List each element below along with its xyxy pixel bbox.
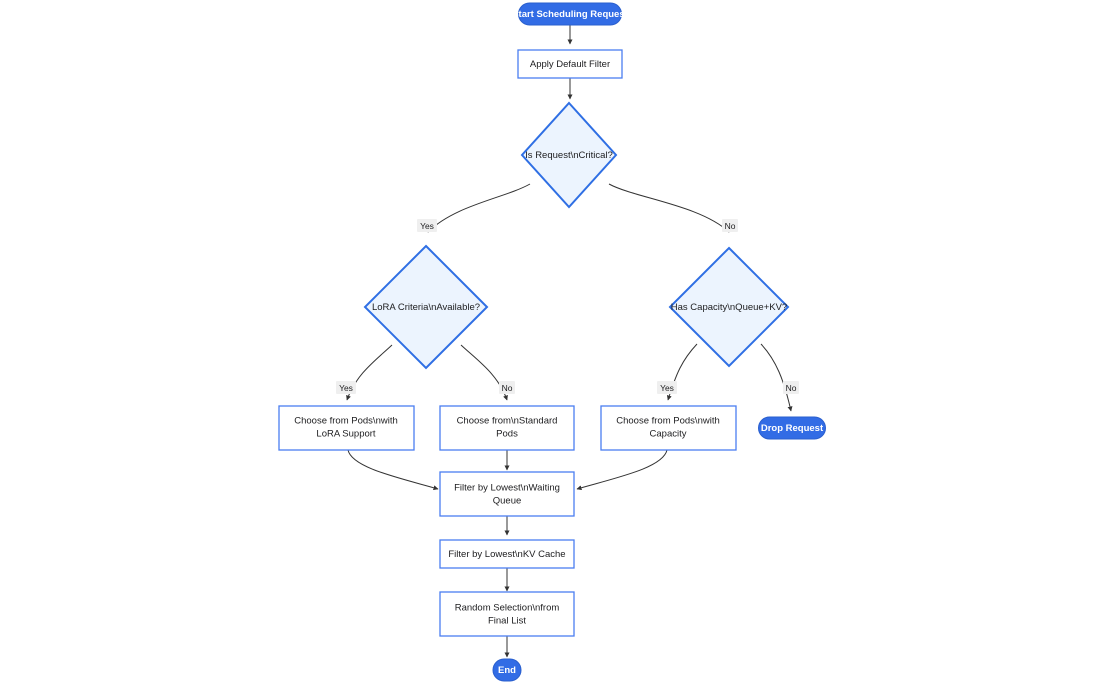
edge-has-capacity-to-drop-request-no xyxy=(760,343,793,412)
node-choose-lora-pods-label-line2: LoRA Support xyxy=(316,429,376,440)
node-is-request-critical[interactable]: Is Request\nCritical? xyxy=(520,101,618,209)
edge-label-text: No xyxy=(725,221,736,231)
node-start[interactable]: Start Scheduling Request xyxy=(512,2,629,26)
edge-labels-layer: Yes No Yes No Yes No xyxy=(336,219,799,394)
node-random-selection-shape[interactable] xyxy=(439,591,575,637)
node-choose-capacity-pods[interactable]: Choose from Pods\nwith Capacity xyxy=(600,405,737,451)
node-random-selection-label-line1: Random Selection\nfrom xyxy=(455,603,560,614)
node-random-selection-label-line2: Final List xyxy=(488,616,526,627)
node-has-capacity-shape[interactable] xyxy=(668,246,790,368)
edge-label-critical-no: No xyxy=(722,219,738,232)
node-filter-waiting-queue[interactable]: Filter by Lowest\nWaiting Queue xyxy=(439,471,575,517)
node-drop-request[interactable]: Drop Request xyxy=(758,416,826,440)
node-choose-lora-pods[interactable]: Choose from Pods\nwith LoRA Support xyxy=(278,405,415,451)
node-drop-request-shape[interactable] xyxy=(758,416,826,440)
node-end-shape[interactable] xyxy=(492,658,522,682)
node-has-capacity[interactable]: Has Capacity\nQueue+KV? xyxy=(668,246,790,368)
edge-label-capacity-no: No xyxy=(783,381,799,394)
node-filter-kv-cache[interactable]: Filter by Lowest\nKV Cache xyxy=(439,539,575,569)
node-is-request-critical-shape[interactable] xyxy=(520,101,618,209)
edge-label-capacity-yes: Yes xyxy=(657,381,677,394)
node-lora-criteria-available-label: LoRA Criteria\nAvailable? xyxy=(372,302,480,313)
node-choose-standard-pods[interactable]: Choose from\nStandard Pods xyxy=(439,405,575,451)
edge-choose-lora-pods-to-filter-waiting-queue xyxy=(347,449,439,491)
node-drop-request-label: Drop Request xyxy=(761,423,824,434)
edge-label-text: Yes xyxy=(660,383,674,393)
node-choose-standard-pods-label-line2: Pods xyxy=(496,429,518,440)
edge-label-text: No xyxy=(786,383,797,393)
node-end-label: End xyxy=(498,665,516,676)
node-lora-criteria-available[interactable]: LoRA Criteria\nAvailable? xyxy=(363,244,489,370)
edge-is-request-critical-to-has-capacity-no xyxy=(608,183,730,233)
node-choose-capacity-pods-shape[interactable] xyxy=(600,405,737,451)
edge-label-lora-yes: Yes xyxy=(336,381,356,394)
edge-label-text: Yes xyxy=(420,221,434,231)
node-filter-waiting-queue-shape[interactable] xyxy=(439,471,575,517)
node-random-selection[interactable]: Random Selection\nfrom Final List xyxy=(439,591,575,637)
edge-label-text: No xyxy=(502,383,513,393)
node-filter-kv-cache-label: Filter by Lowest\nKV Cache xyxy=(448,549,565,560)
nodes-layer: Start Scheduling Request Apply Default F… xyxy=(278,2,826,682)
node-choose-standard-pods-label-line1: Choose from\nStandard xyxy=(457,416,558,427)
node-choose-lora-pods-label-line1: Choose from Pods\nwith xyxy=(294,416,398,427)
edge-label-text: Yes xyxy=(339,383,353,393)
node-apply-default-filter-label: Apply Default Filter xyxy=(530,59,610,70)
node-start-shape[interactable] xyxy=(518,2,622,26)
node-is-request-critical-label: Is Request\nCritical? xyxy=(525,150,613,161)
node-lora-criteria-available-shape[interactable] xyxy=(363,244,489,370)
node-choose-standard-pods-shape[interactable] xyxy=(439,405,575,451)
node-apply-default-filter[interactable]: Apply Default Filter xyxy=(517,49,623,79)
node-end[interactable]: End xyxy=(492,658,522,682)
edge-label-lora-no: No xyxy=(499,381,515,394)
node-has-capacity-label: Has Capacity\nQueue+KV? xyxy=(671,302,787,313)
node-choose-capacity-pods-label-line1: Choose from Pods\nwith xyxy=(616,416,720,427)
node-filter-waiting-queue-label-line1: Filter by Lowest\nWaiting xyxy=(454,483,560,494)
edge-label-critical-yes: Yes xyxy=(417,219,437,232)
node-apply-default-filter-shape[interactable] xyxy=(517,49,623,79)
edges-layer xyxy=(346,25,793,658)
node-start-label: Start Scheduling Request xyxy=(512,9,628,20)
node-choose-lora-pods-shape[interactable] xyxy=(278,405,415,451)
edge-choose-capacity-pods-to-filter-waiting-queue xyxy=(576,449,668,491)
node-choose-capacity-pods-label-line2: Capacity xyxy=(650,429,687,440)
edge-is-request-critical-to-lora-criteria-yes xyxy=(427,183,531,233)
node-filter-waiting-queue-label-line2: Queue xyxy=(493,496,522,507)
node-filter-kv-cache-shape[interactable] xyxy=(439,539,575,569)
